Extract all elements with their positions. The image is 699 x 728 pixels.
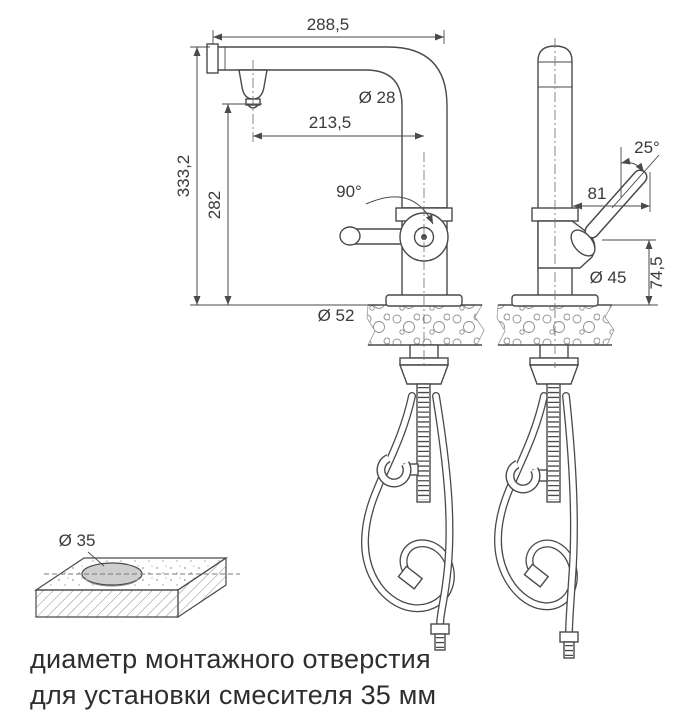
spout-tip-ring [206, 43, 219, 74]
handle-knob [339, 226, 361, 246]
counter-cross-section-front [366, 304, 485, 346]
dim-hole-diameter-label: Ø 35 [59, 531, 96, 550]
dim-spout-reach-label: 213,5 [309, 113, 352, 132]
dim-swivel-angle-label: 90° [336, 182, 362, 201]
clamp-knob [505, 458, 541, 494]
hose-nut [430, 623, 450, 635]
dim-pivot-height-label: 74,5 [647, 256, 666, 289]
dim-handle-angle-label: 25° [634, 138, 660, 157]
dim-spout-diameter-label: Ø 28 [359, 88, 396, 107]
counter-cross-section-side [496, 304, 615, 346]
hose-fitting [397, 565, 424, 590]
caption-line-1: диаметр монтажного отверстия [30, 644, 431, 674]
washer [529, 357, 579, 366]
dim-top-width-label: 288,5 [307, 15, 350, 34]
countertop-side-face [177, 556, 227, 619]
handle-base-disc [570, 229, 596, 257]
under-counter-hardware-side [493, 344, 580, 659]
countertop-front-face [35, 589, 179, 618]
dim-total-height-label: 333,2 [174, 155, 193, 198]
hose-nut [559, 631, 579, 643]
hose-fitting [523, 563, 550, 588]
countertop-hole-illustration: Ø 35 [34, 531, 240, 619]
dim-handle-length-label: 81 [588, 184, 607, 203]
dim-base-diameter-label: Ø 52 [318, 306, 355, 325]
threaded-stud [546, 383, 561, 503]
under-counter-hardware-front [360, 344, 455, 651]
dim-spout-height-label: 282 [205, 191, 224, 219]
dim-body-diameter-label: Ø 45 [590, 268, 627, 287]
mounting-shank [539, 344, 569, 359]
caption: диаметр монтажного отверстия для установ… [30, 641, 436, 713]
mounting-nut [398, 364, 450, 385]
threaded-stud [416, 383, 431, 503]
caption-line-2: для установки смесителя 35 мм [30, 680, 437, 710]
center-lines [252, 38, 556, 368]
clamp-knob [376, 452, 412, 488]
dimension-annotations: 288,5 213,5 333,2 282 Ø 28 90° Ø 52 25° … [174, 15, 666, 325]
mounting-nut [528, 364, 580, 385]
